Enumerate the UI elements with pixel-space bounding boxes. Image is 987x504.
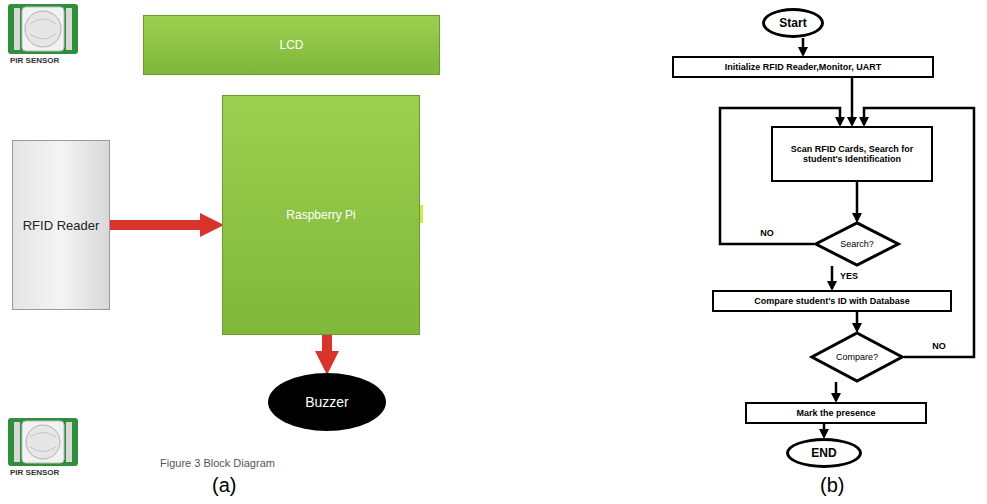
- buzzer-ellipse: Buzzer: [268, 373, 386, 431]
- node-text: Scan RFID Cards, Search for student's Id…: [777, 144, 927, 164]
- diamond-shape: [812, 333, 902, 381]
- pir-clip: [66, 8, 72, 50]
- branch-label: NO: [930, 341, 948, 351]
- flow-arrow: [856, 312, 859, 323]
- flow-arrow: [856, 182, 859, 213]
- figure-caption: Figure 3 Block Diagram: [160, 457, 275, 469]
- pir-sensor-figure: [8, 418, 78, 466]
- node-text: Start: [779, 16, 806, 30]
- signal-arrow: [110, 220, 200, 230]
- diamond-shape: [816, 223, 899, 265]
- process-box: Scan RFID Cards, Search for student's Id…: [771, 126, 933, 182]
- node-text: Search?: [840, 239, 874, 249]
- flow-arrow: [831, 266, 834, 281]
- signal-arrow: [322, 335, 332, 351]
- node-text: Mark the presence: [796, 408, 875, 418]
- node-text: RFID Reader: [23, 218, 100, 233]
- pir-clip: [14, 8, 20, 50]
- node-text: Compare?: [836, 352, 878, 362]
- part-label: PIR SENSOR: [10, 468, 59, 477]
- pir-clip: [66, 422, 72, 462]
- pir-frame: [22, 421, 64, 463]
- node-text: Raspberry Pi: [286, 208, 355, 222]
- flow-arrow: [851, 78, 854, 117]
- flow-arrow: [835, 382, 838, 393]
- pir-board: [8, 4, 78, 54]
- part-label: PIR SENSOR: [10, 56, 59, 65]
- node-text: END: [811, 446, 836, 460]
- node-text: LCD: [279, 38, 303, 52]
- pir-dome: [25, 11, 61, 47]
- pir-clip: [14, 422, 20, 462]
- flow-arrow: [802, 38, 805, 47]
- decision-diamond: Search?: [814, 222, 900, 266]
- pir-frame: [22, 7, 64, 51]
- node-text: Initialize RFID Reader,Monitor, UART: [725, 62, 882, 72]
- flow-arrow: [823, 424, 826, 429]
- branch-label: NO: [758, 228, 776, 238]
- pir-lens-facets: [30, 433, 56, 452]
- display-block: LCD: [143, 15, 440, 75]
- controller-block: Raspberry Pi: [222, 95, 420, 335]
- branch-label: YES: [838, 271, 860, 281]
- process-box: Compare student's ID with Database: [712, 290, 952, 312]
- panel-letter: (b): [820, 474, 844, 497]
- reader-block: RFID Reader: [12, 140, 110, 310]
- decision-diamond: Compare?: [810, 332, 904, 382]
- node-text: Compare student's ID with Database: [754, 296, 910, 306]
- pir-dome: [26, 425, 60, 459]
- pir-sensor-figure: [8, 4, 78, 54]
- node-text: Buzzer: [305, 394, 349, 410]
- process-box: Initialize RFID Reader,Monitor, UART: [672, 56, 934, 78]
- pir-lens-facets: [30, 19, 56, 39]
- terminal-ellipse: END: [786, 438, 862, 468]
- terminal-ellipse: Start: [762, 8, 824, 38]
- pir-board: [8, 418, 78, 466]
- panel-letter: (a): [212, 474, 236, 497]
- process-box: Mark the presence: [745, 402, 927, 424]
